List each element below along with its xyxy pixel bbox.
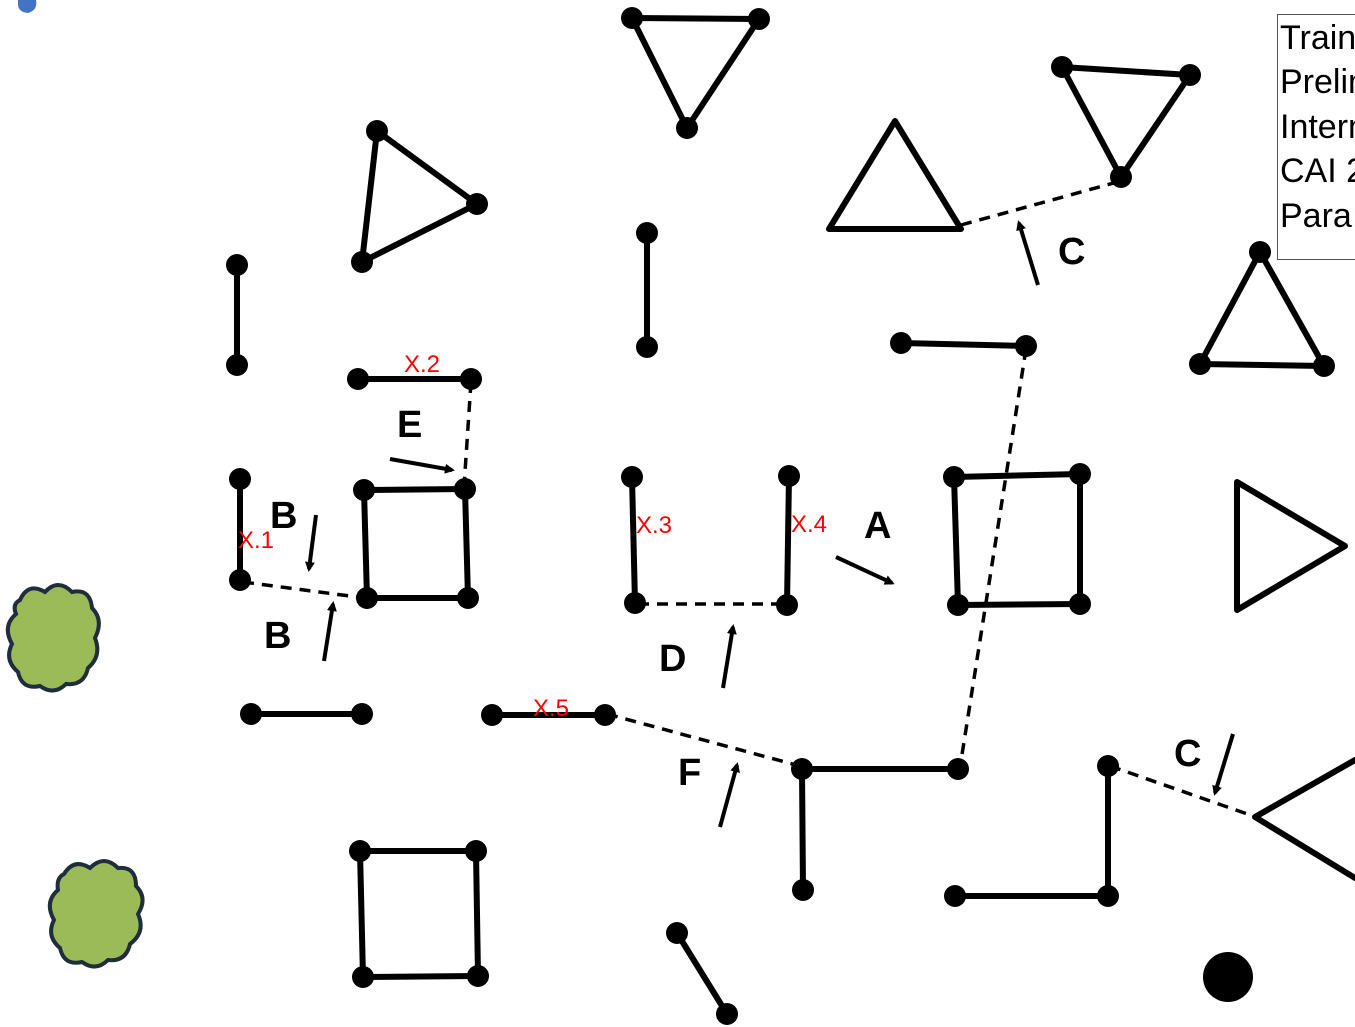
legend-line: Interm: [1280, 108, 1355, 146]
arrow-d: [721, 624, 737, 689]
marker-x5: X.5: [533, 695, 569, 722]
arrow-b-upper: [304, 514, 318, 572]
legend-line: Train: [1280, 19, 1355, 57]
position-markers: X.1 X.2 X.3 X.4 X.5: [238, 351, 827, 722]
arrow-f: [718, 762, 740, 828]
marker-x1: X.1: [238, 527, 274, 554]
dashed-paths: [242, 179, 1254, 818]
label-f: F: [678, 752, 701, 794]
arrow-a: [835, 555, 895, 585]
label-b-lower: B: [264, 615, 291, 657]
arrow-e: [389, 457, 455, 474]
marker-x4: X.4: [791, 511, 827, 538]
label-c-top: C: [1058, 231, 1085, 273]
obstacle-nodes: [226, 7, 1335, 1025]
legend-box: Train Prelim Interm CAI 2 Para:: [1277, 14, 1355, 260]
legend-line: CAI 2: [1280, 152, 1355, 190]
corner-drop-icon: [18, 0, 37, 13]
marker-x3: X.3: [636, 512, 672, 539]
marker-x2: X.2: [404, 351, 440, 378]
label-b-upper: B: [270, 495, 297, 537]
label-a: A: [864, 505, 891, 547]
section-labels: C E B B A D F C: [264, 231, 1201, 794]
tree-icon: [5, 583, 101, 693]
tree-icon: [47, 859, 145, 969]
arrow-c-bottom: [1212, 733, 1235, 796]
label-d: D: [659, 638, 686, 680]
legend-line: Para:: [1280, 197, 1355, 235]
direction-arrows: [304, 220, 1235, 828]
legend-line: Prelim: [1280, 63, 1355, 101]
obstacles: [234, 15, 1355, 1017]
label-e: E: [397, 404, 422, 446]
arrow-b-lower: [322, 601, 337, 662]
label-c-bottom: C: [1174, 733, 1201, 775]
arrow-c-top: [1016, 220, 1040, 286]
